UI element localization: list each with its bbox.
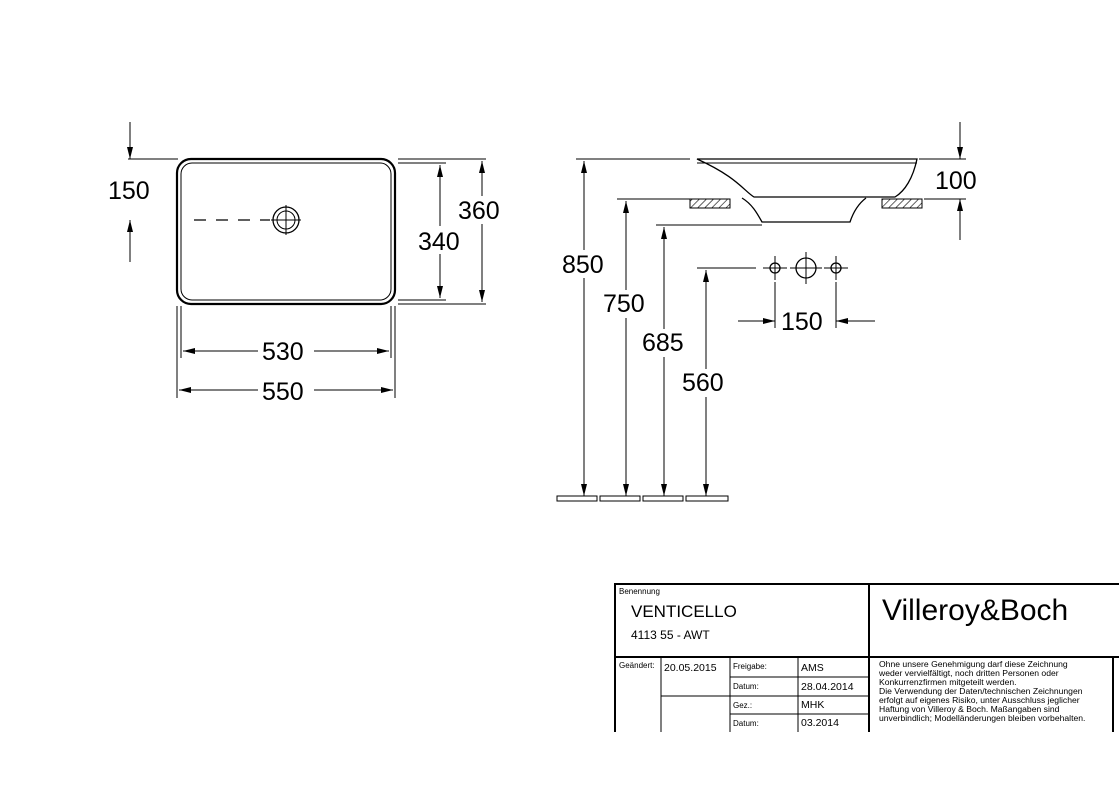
freigabe-label: Freigabe:: [733, 662, 767, 671]
side-view: 100 850 750 685 560: [556, 122, 977, 502]
datum2-label: Datum:: [733, 719, 759, 728]
brand-logo: Villeroy&Boch: [882, 594, 1068, 627]
gez-value: MHK: [801, 699, 824, 711]
dim-label-150-taps: 150: [781, 308, 823, 336]
dimension-100: 100: [919, 122, 977, 240]
dim-label-750: 750: [603, 290, 645, 318]
freigabe-value: AMS: [801, 662, 824, 674]
dimension-750: 750: [601, 201, 653, 496]
dimension-150-taps: 150: [738, 282, 875, 336]
dimension-685: 685: [640, 227, 692, 496]
notice-line: Ohne unsere Genehmigung darf diese Zeich…: [879, 659, 1068, 669]
notice-line: weder vervielfältigt, noch dritten Perso…: [878, 668, 1059, 678]
basin-inner-outline: [180, 162, 392, 301]
notice-line: Die Verwendung der Daten/technischen Zei…: [879, 686, 1083, 696]
tap-hole-center-icon: [790, 252, 822, 284]
tap-hole-right-icon: [824, 256, 848, 280]
product-name: VENTICELLO: [631, 602, 737, 621]
notice-line: Konkurrenzfirmen mitgeteilt werden.: [879, 677, 1017, 687]
dim-label-550: 550: [262, 378, 304, 406]
geandert-label: Geändert:: [619, 661, 655, 670]
dim-label-530: 530: [262, 338, 304, 366]
dim-label-560: 560: [682, 369, 724, 397]
dimension-850: 850: [560, 161, 612, 496]
geandert-date: 20.05.2015: [664, 662, 717, 674]
drain-icon: [271, 205, 301, 235]
dim-label-360: 360: [458, 197, 500, 225]
notice-line: erfolgt auf eigenes Risiko, unter Aussch…: [879, 695, 1080, 705]
dimension-150-top: 150: [108, 122, 178, 262]
floor-line: [556, 495, 729, 502]
basin-profile: [696, 158, 918, 198]
dimension-heights-top: 360 340: [398, 158, 507, 305]
title-block: Benennung VENTICELLO 4113 55 - AWT Ville…: [614, 583, 1119, 732]
product-code: 4113 55 - AWT: [631, 628, 710, 642]
tap-hole-left-icon: [763, 256, 787, 280]
datum2-value: 03.2014: [801, 717, 839, 729]
dimension-560: 560: [680, 270, 732, 496]
notice-line: unverbindlich; Modelländerungen bleiben …: [879, 713, 1085, 723]
dim-label-150: 150: [108, 177, 150, 205]
dimension-widths-top: 530 550: [176, 306, 396, 406]
benennung-label: Benennung: [619, 587, 660, 596]
countertop-right: [881, 198, 923, 209]
dim-label-685: 685: [642, 329, 684, 357]
top-view: 150 360 340 530 550: [108, 122, 507, 406]
dim-label-100: 100: [935, 167, 977, 195]
notice-line: Haftung von Villeroy & Boch. Maßangaben …: [879, 704, 1060, 714]
gez-label: Gez.:: [733, 701, 752, 710]
datum1-value: 28.04.2014: [801, 681, 854, 693]
basin-outer-outline: [175, 157, 397, 306]
countertop-left: [689, 198, 731, 209]
dim-label-340: 340: [418, 228, 460, 256]
dim-label-850: 850: [562, 251, 604, 279]
datum1-label: Datum:: [733, 682, 759, 691]
basin-foot: [741, 197, 867, 223]
